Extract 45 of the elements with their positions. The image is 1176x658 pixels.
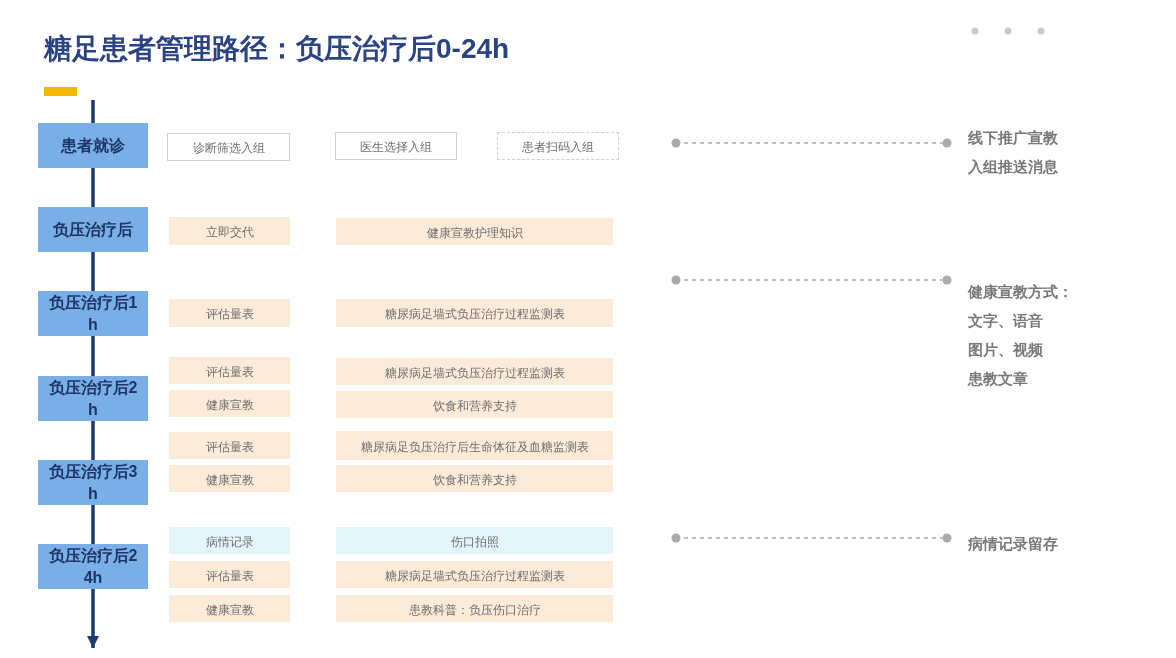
step-box: 负压治疗后3h bbox=[38, 460, 148, 505]
task-box: 评估量表 bbox=[169, 432, 290, 459]
note-text: 线下推广宣教 bbox=[968, 128, 1058, 148]
entry-box: 诊断筛选入组 bbox=[167, 133, 290, 161]
task-box: 健康宣教 bbox=[169, 390, 290, 417]
task-box: 糖尿病足负压治疗后生命体征及血糖监测表 bbox=[336, 431, 613, 460]
task-box: 饮食和营养支持 bbox=[336, 465, 613, 492]
note-text: 病情记录留存 bbox=[968, 534, 1058, 554]
note-text: 文字、语音 bbox=[968, 311, 1043, 331]
entry-box: 医生选择入组 bbox=[335, 132, 457, 160]
task-box: 糖尿病足墙式负压治疗过程监测表 bbox=[336, 358, 613, 385]
step-box: 负压治疗后1h bbox=[38, 291, 148, 336]
task-box: 饮食和营养支持 bbox=[336, 391, 613, 418]
title: 糖足患者管理路径：负压治疗后0-24h bbox=[44, 32, 510, 66]
task-box: 健康宣教 bbox=[169, 595, 290, 622]
step-box: 患者就诊 bbox=[38, 123, 148, 168]
dashed-leader-line bbox=[671, 533, 952, 543]
task-box: 立即交代 bbox=[169, 217, 290, 245]
task-box: 患教科普：负压伤口治疗 bbox=[336, 595, 613, 622]
dashed-leader-line bbox=[671, 275, 952, 285]
timeline-line bbox=[91, 505, 95, 544]
timeline-line bbox=[87, 589, 99, 648]
task-box: 糖尿病足墙式负压治疗过程监测表 bbox=[336, 299, 613, 327]
timeline-line bbox=[91, 100, 95, 123]
note-text: 患教文章 bbox=[968, 369, 1028, 389]
entry-box: 患者扫码入组 bbox=[497, 132, 619, 160]
timeline-line bbox=[91, 168, 95, 207]
timeline-line bbox=[91, 336, 95, 376]
record-box: 伤口拍照 bbox=[336, 527, 613, 554]
task-box: 健康宣教 bbox=[169, 465, 290, 492]
note-text: 入组推送消息 bbox=[968, 157, 1058, 177]
task-box: 评估量表 bbox=[169, 299, 290, 327]
task-box: 健康宣教护理知识 bbox=[336, 218, 613, 245]
step-box: 负压治疗后 bbox=[38, 207, 148, 252]
task-box: 评估量表 bbox=[169, 561, 290, 588]
task-box: 评估量表 bbox=[169, 357, 290, 384]
task-box: 糖尿病足墙式负压治疗过程监测表 bbox=[336, 561, 613, 588]
timeline-line bbox=[91, 252, 95, 291]
dashed-leader-line bbox=[671, 138, 952, 148]
timeline-line bbox=[91, 421, 95, 460]
record-box: 病情记录 bbox=[169, 527, 290, 554]
note-text: 健康宣教方式： bbox=[968, 282, 1073, 302]
note-text: 图片、视频 bbox=[968, 340, 1043, 360]
step-box: 负压治疗后2h bbox=[38, 376, 148, 421]
step-box: 负压治疗后24h bbox=[38, 544, 148, 589]
